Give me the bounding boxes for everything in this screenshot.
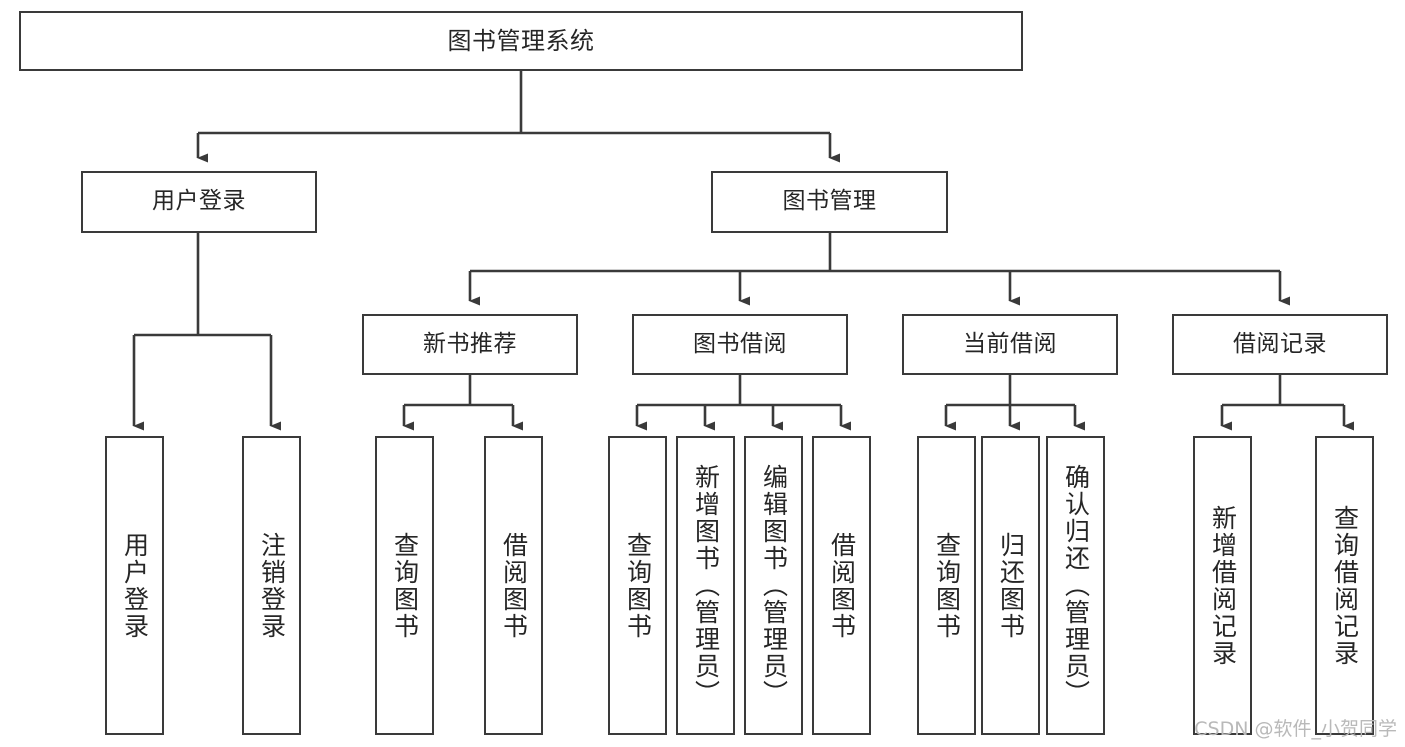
- node-book-borrow[interactable]: 图书借阅: [632, 314, 848, 375]
- node-label: 查询图书: [390, 531, 420, 640]
- node-label: 借阅图书: [499, 531, 529, 640]
- node-new-book-recommend[interactable]: 新书推荐: [362, 314, 578, 375]
- csdn-watermark: CSDN @软件_小贺同学: [1194, 718, 1397, 740]
- node-label: 注销登录: [257, 531, 287, 640]
- node-label: 查询图书: [932, 531, 962, 640]
- node-label: 新书推荐: [423, 330, 517, 357]
- node-label: 借阅记录: [1233, 330, 1327, 357]
- node-current-borrow[interactable]: 当前借阅: [902, 314, 1118, 375]
- node-borrow-record[interactable]: 借阅记录: [1172, 314, 1388, 375]
- node-label: 借阅图书: [827, 531, 857, 640]
- node-label: 图书管理系统: [447, 26, 595, 55]
- leaf-user-logout[interactable]: 注销登录: [242, 436, 301, 735]
- node-label: 当前借阅: [963, 330, 1057, 357]
- node-book-management[interactable]: 图书管理: [711, 171, 948, 233]
- leaf-query-borrow-record[interactable]: 查询借阅记录: [1315, 436, 1374, 735]
- node-label: 编辑图书（管理员）: [759, 464, 789, 707]
- leaf-query-book-recommend[interactable]: 查询图书: [375, 436, 434, 735]
- leaf-query-book-borrow[interactable]: 查询图书: [608, 436, 667, 735]
- leaf-user-login[interactable]: 用户登录: [105, 436, 164, 735]
- leaf-add-book-admin[interactable]: 新增图书（管理员）: [676, 436, 735, 735]
- leaf-borrow-book[interactable]: 借阅图书: [812, 436, 871, 735]
- node-label: 用户登录: [152, 188, 246, 215]
- leaf-confirm-return-admin[interactable]: 确认归还（管理员）: [1046, 436, 1105, 735]
- node-label: 查询借阅记录: [1330, 504, 1360, 667]
- leaf-query-book-current[interactable]: 查询图书: [917, 436, 976, 735]
- node-label: 归还图书: [996, 531, 1026, 640]
- node-label: 新增图书（管理员）: [691, 464, 721, 707]
- leaf-edit-book-admin[interactable]: 编辑图书（管理员）: [744, 436, 803, 735]
- node-label: 新增借阅记录: [1208, 504, 1238, 667]
- node-user-login[interactable]: 用户登录: [81, 171, 317, 233]
- leaf-borrow-book-recommend[interactable]: 借阅图书: [484, 436, 543, 735]
- node-label: 确认归还（管理员）: [1061, 464, 1091, 707]
- node-label: 用户登录: [120, 531, 150, 640]
- node-label: 图书管理: [782, 188, 877, 215]
- leaf-return-book[interactable]: 归还图书: [981, 436, 1040, 735]
- node-label: 图书借阅: [693, 330, 787, 357]
- node-label: 查询图书: [623, 531, 653, 640]
- node-root-system[interactable]: 图书管理系统: [19, 11, 1023, 71]
- leaf-add-borrow-record[interactable]: 新增借阅记录: [1193, 436, 1252, 735]
